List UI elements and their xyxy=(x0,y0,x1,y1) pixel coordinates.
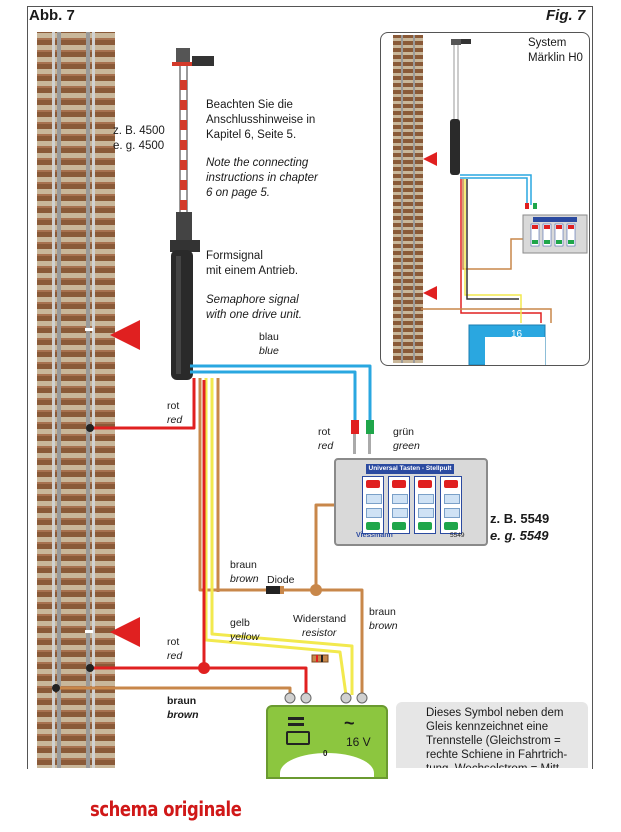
signal-desc-de-2: mit einem Antrieb. xyxy=(206,265,299,277)
panel-green-button-2[interactable] xyxy=(392,522,406,530)
isolation-marker-2 xyxy=(110,617,140,647)
wire-brown-panel xyxy=(314,503,334,590)
panel-button-group-4 xyxy=(440,476,462,534)
rail-gap-2 xyxy=(85,630,93,633)
diode-component xyxy=(266,586,284,594)
signal-article-en: e. g. 4500 xyxy=(113,140,165,152)
label-widerstand: Widerstand xyxy=(293,613,347,625)
wire-yellow-1 xyxy=(204,378,348,696)
label-braun-3: braun xyxy=(167,695,197,707)
panel-button-group-1 xyxy=(362,476,384,534)
transformer: ~ 16 V 0 xyxy=(266,705,388,779)
label-brown-2: brown xyxy=(369,620,398,632)
figure-label-de: Abb. 7 xyxy=(29,7,75,24)
inset-voltage: 16 xyxy=(511,329,523,340)
label-brown-3: brown xyxy=(167,709,199,721)
panel-red-button-1[interactable] xyxy=(366,480,380,488)
label-red-2: red xyxy=(167,650,183,662)
isolation-marker-1 xyxy=(110,320,140,350)
control-panel-5549: Universal Tasten - Stellpult Viessmann 5… xyxy=(334,458,488,546)
transformer-voltage: 16 V xyxy=(346,735,371,749)
panel-brand: Viessmann xyxy=(356,532,393,539)
plug-red xyxy=(351,420,359,434)
label-green: green xyxy=(393,440,420,452)
panel-green-button-3[interactable] xyxy=(418,522,432,530)
rail-gap-1 xyxy=(85,328,93,331)
label-rot-1: rot xyxy=(167,400,180,412)
note-de-2: Anschlusshinweise in xyxy=(206,114,316,126)
signal-article-de: z. B. 4500 xyxy=(113,125,165,137)
panel-button-group-2 xyxy=(388,476,410,534)
note-en-3: 6 on page 5. xyxy=(206,187,270,199)
panel-article-en: e. g. 5549 xyxy=(490,528,549,543)
label-yellow: yellow xyxy=(230,631,260,643)
track xyxy=(37,32,115,768)
wire-blue-green xyxy=(190,364,372,420)
panel-green-button-1[interactable] xyxy=(366,522,380,530)
label-gelb: gelb xyxy=(230,617,250,629)
inset-diagram xyxy=(393,35,588,365)
panel-title: Universal Tasten - Stellpult xyxy=(366,464,454,474)
note-box: Dieses Symbol neben dem Gleis kennzeichn… xyxy=(396,702,588,768)
ac-symbol: ~ xyxy=(344,713,355,733)
locomotive-icon xyxy=(286,731,310,745)
figure-frame xyxy=(27,6,593,769)
label-diode: Diode xyxy=(267,574,295,586)
wire-blue-red xyxy=(190,370,357,420)
inset-system-label: System xyxy=(528,37,567,49)
figure-label-en: Fig. 7 xyxy=(546,7,586,24)
label-red-panel: red xyxy=(318,440,334,452)
plug-green xyxy=(366,420,374,434)
label-gruen: grün xyxy=(393,426,415,438)
junction-red xyxy=(198,662,210,674)
resistor-component xyxy=(311,654,329,663)
panel-article-de: z. B. 5549 xyxy=(490,511,550,526)
panel-red-button-3[interactable] xyxy=(418,480,432,488)
footer-caption: schema originale xyxy=(90,797,242,821)
inset-maerklin: System Märklin H0 16 xyxy=(380,32,590,366)
label-resistor: resistor xyxy=(302,627,337,639)
junction-brown xyxy=(310,584,322,596)
signal-desc-en-1: Semaphore signal xyxy=(206,294,299,306)
label-brown-1: brown xyxy=(230,573,259,585)
signal-desc-de-1: Formsignal xyxy=(206,250,263,262)
semaphore-signal xyxy=(170,48,214,380)
wire-brown-transformer xyxy=(316,588,364,695)
inset-system-name: Märklin H0 xyxy=(528,52,583,64)
label-blue: blue xyxy=(259,345,279,357)
dc-symbol-icon xyxy=(288,717,304,720)
label-rot-panel: rot xyxy=(318,426,331,438)
label-blau: blau xyxy=(259,331,279,343)
panel-red-button-4[interactable] xyxy=(444,480,458,488)
panel-green-button-4[interactable] xyxy=(444,522,458,530)
note-box-text: Dieses Symbol neben dem Gleis kennzeichn… xyxy=(426,707,568,768)
label-rot-2: rot xyxy=(167,636,180,648)
label-braun-2: braun xyxy=(369,606,396,618)
label-braun-1: braun xyxy=(230,559,257,571)
note-en-2: instructions in chapter xyxy=(206,172,318,184)
note-de-3: Kapitel 6, Seite 5. xyxy=(206,129,297,141)
wire-red-1 xyxy=(90,378,196,430)
panel-red-button-2[interactable] xyxy=(392,480,406,488)
label-red-1: red xyxy=(167,414,183,426)
signal-desc-en-2: with one drive unit. xyxy=(206,309,302,321)
note-de-1: Beachten Sie die xyxy=(206,99,293,111)
note-en-1: Note the connecting xyxy=(206,157,309,169)
panel-number: 5549 xyxy=(450,532,465,539)
panel-button-group-3 xyxy=(414,476,436,534)
dial-zero: 0 xyxy=(323,749,328,758)
wire-yellow-2 xyxy=(210,378,354,695)
